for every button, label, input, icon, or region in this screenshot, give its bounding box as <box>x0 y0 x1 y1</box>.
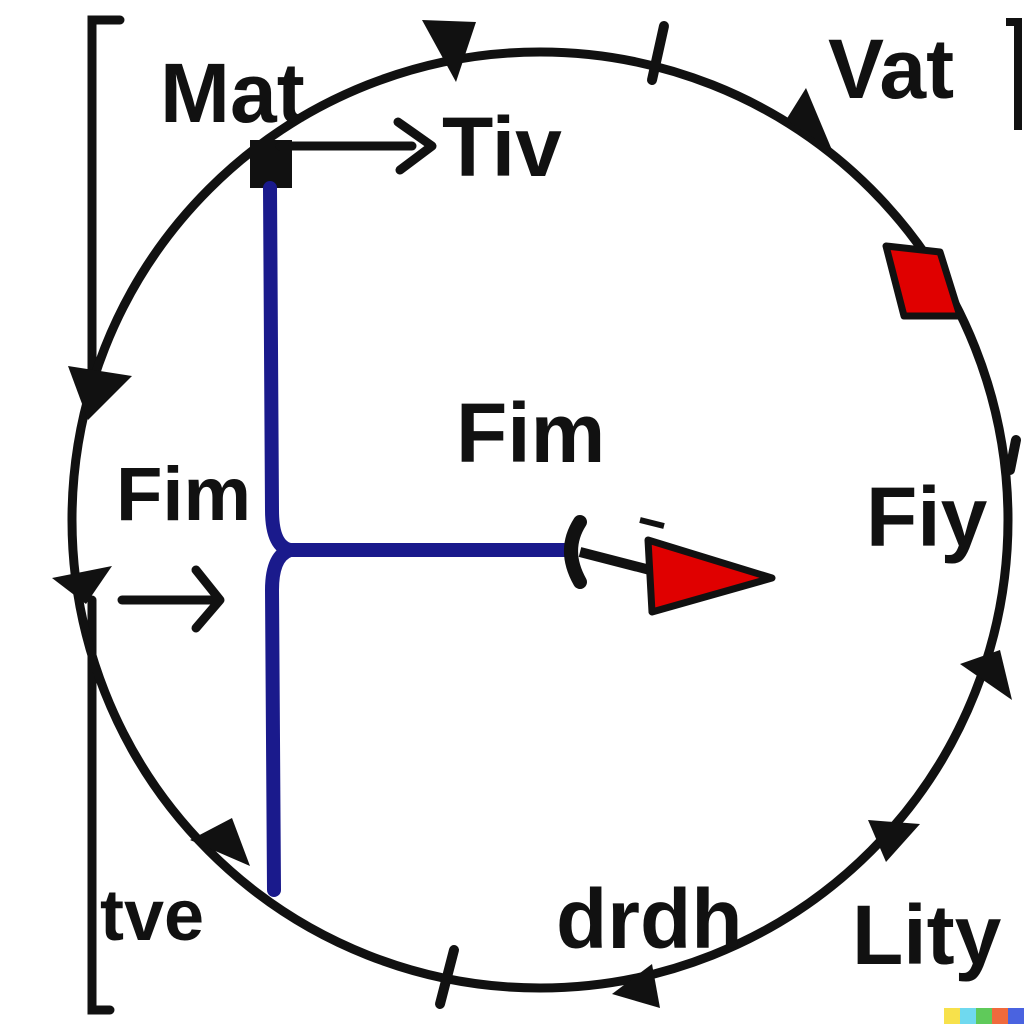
label-bottom-right: Lity <box>852 888 1002 982</box>
arrowhead-icon <box>393 117 437 175</box>
pointer-arrow-icon <box>644 536 776 616</box>
strip-swatch <box>960 1008 976 1024</box>
tick-mark <box>435 945 459 1009</box>
arrowhead-icon <box>52 566 112 604</box>
circle-ticks <box>435 21 1021 1009</box>
circle-arrowheads <box>52 20 1012 1008</box>
strip-swatch <box>976 1008 992 1024</box>
label-left: Fim <box>116 452 251 537</box>
label-top-right: Vat <box>828 22 954 116</box>
arrowhead-icon <box>422 20 476 82</box>
tick-mark <box>1005 435 1021 475</box>
arrowhead-icon <box>190 818 250 866</box>
label-bottom-left: tve <box>100 876 204 956</box>
blue-connector <box>263 181 573 897</box>
label-right: Fiy <box>866 470 988 564</box>
pointer-mark <box>639 517 665 529</box>
pointer-shaft <box>578 547 652 575</box>
tick-mark <box>647 21 669 85</box>
arrowhead-icon <box>868 820 920 862</box>
strip-swatch <box>992 1008 1008 1024</box>
arrowhead-icon <box>191 565 225 633</box>
connector-upper <box>263 181 573 557</box>
label-top-left: Mat <box>160 46 305 140</box>
arrowhead-icon <box>960 650 1012 700</box>
pointer-tail-icon <box>564 515 587 589</box>
strip-swatch <box>1008 1008 1024 1024</box>
label-center: Fim <box>456 386 605 480</box>
connector-lower <box>264 543 297 897</box>
red-diamond-marker-icon <box>882 242 964 320</box>
strip-swatch <box>944 1008 960 1024</box>
arrowhead-icon <box>68 366 132 420</box>
label-top-center: Tiv <box>442 100 562 194</box>
label-bottom-center: drdh <box>556 872 743 966</box>
arrowhead-icon <box>612 964 660 1008</box>
left-bracket-line <box>87 15 125 1015</box>
right-bracket-line <box>1006 18 1022 130</box>
arrowhead-icon <box>786 88 832 150</box>
color-strip <box>944 1008 1024 1024</box>
main-circle <box>67 47 1013 993</box>
